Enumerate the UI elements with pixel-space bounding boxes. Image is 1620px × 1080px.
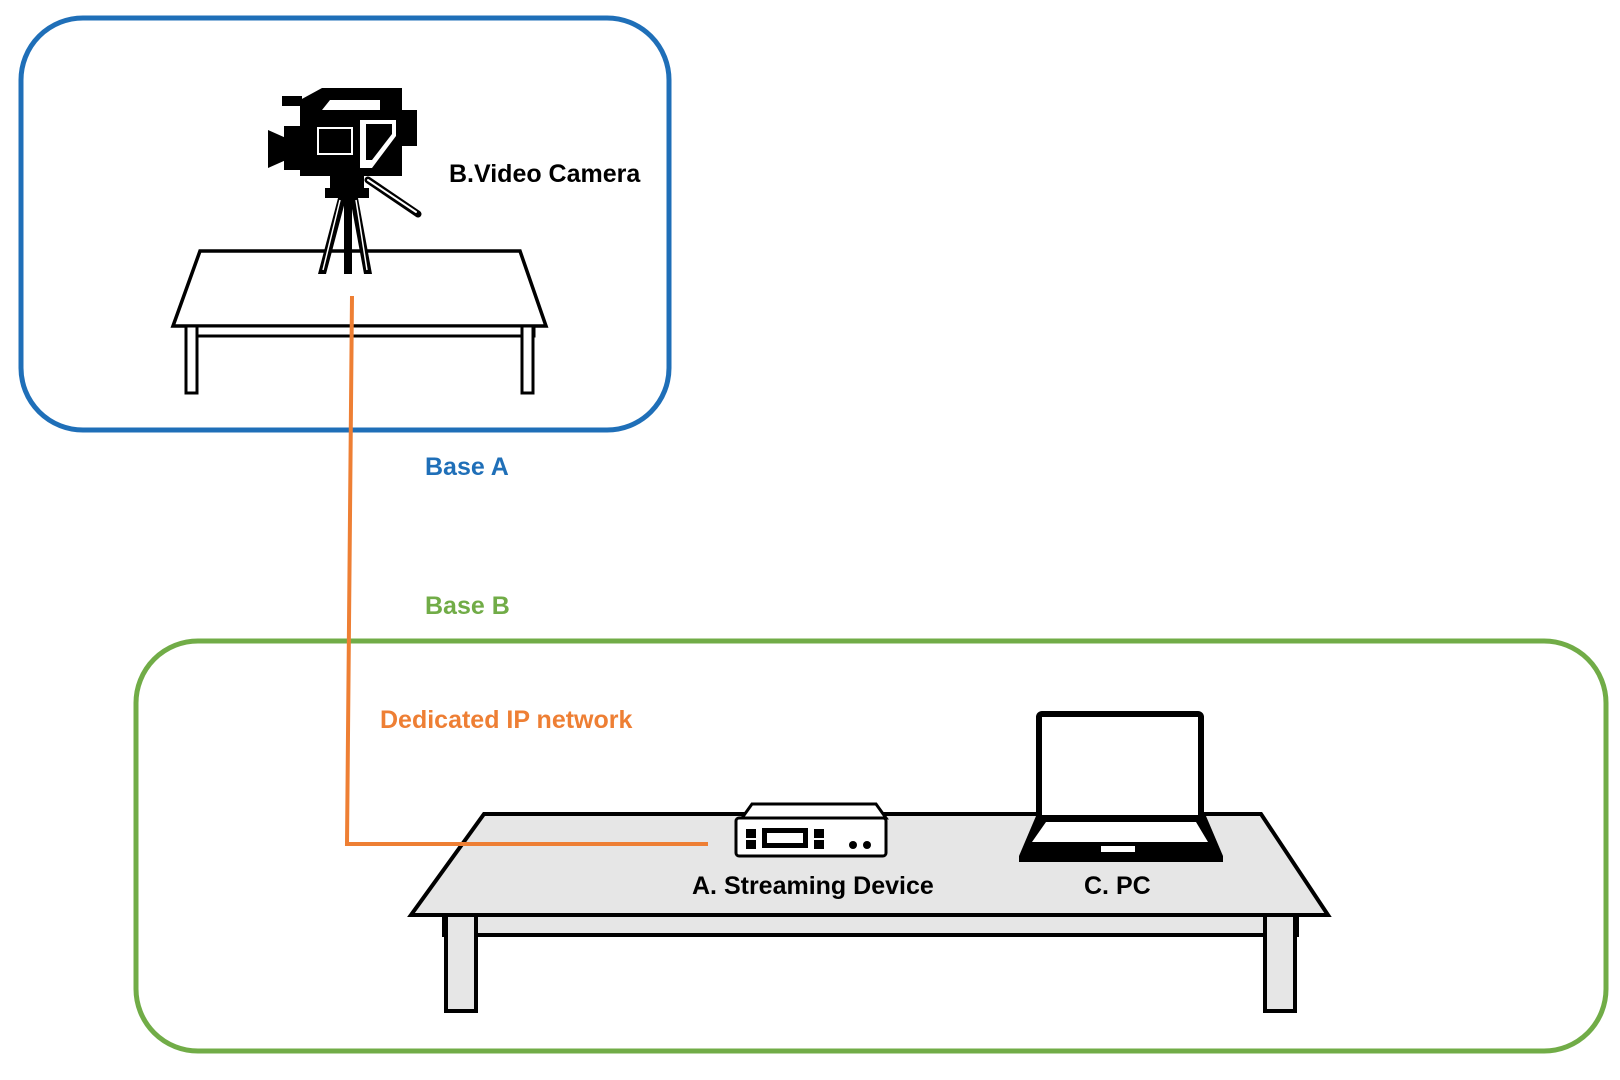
table-base-a	[170, 249, 549, 395]
connection-label: Dedicated IP network	[380, 706, 632, 734]
camera-label: B.Video Camera	[449, 160, 641, 188]
streaming-device-icon	[734, 802, 889, 858]
laptop-icon	[1019, 711, 1223, 862]
pc-label: C. PC	[1084, 872, 1151, 900]
video-camera-icon	[268, 88, 422, 274]
dedicated-ip-network-line	[344, 295, 708, 846]
streaming-device-label: A. Streaming Device	[692, 872, 934, 900]
base-a-label: Base A	[425, 453, 509, 481]
base-a-zone	[18, 15, 672, 433]
base-b-zone	[133, 638, 1609, 1054]
base-b-label: Base B	[425, 592, 510, 620]
